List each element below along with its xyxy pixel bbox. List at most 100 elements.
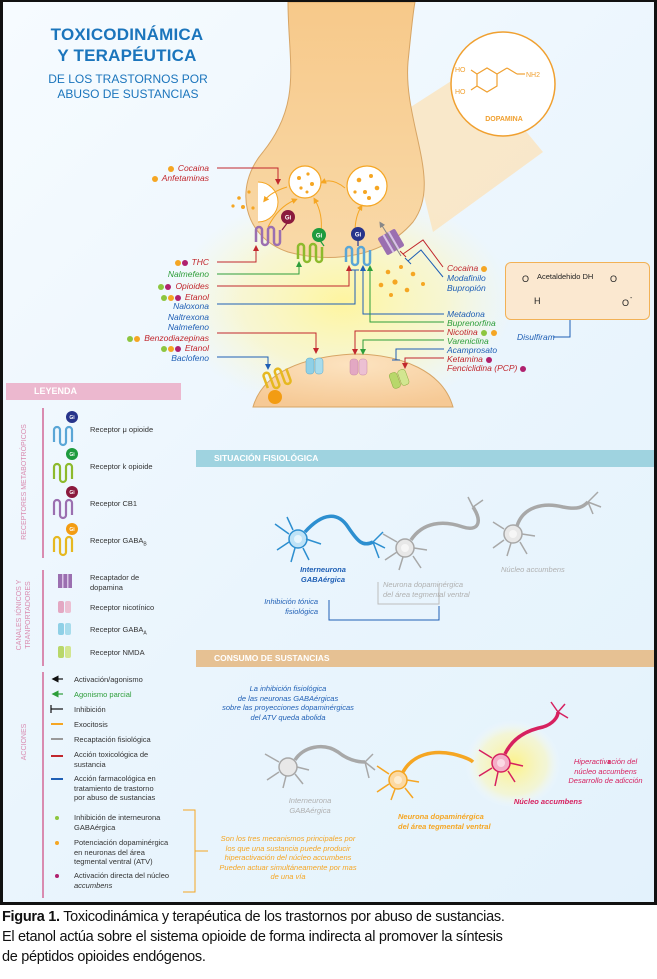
right-drug-label: Fenciclidina (PCP) (447, 363, 527, 374)
dopa-mechanism-dot-icon (151, 175, 158, 182)
phys-inhibition-line1: Inhibición tónica (264, 597, 318, 606)
enzyme-name: Acetaldehido DH (537, 272, 594, 281)
left-drug-label: Anfetaminas (151, 173, 209, 184)
legend-action-toxic-line1: Acción toxicológica de (74, 750, 149, 759)
legend-mech-gaba-line1: Inhibición de interneurona (74, 813, 161, 822)
figure-caption: Figura 1. Toxicodinámica y terapéutica d… (2, 907, 652, 967)
left-drug-label-text: Cocaina (177, 163, 209, 173)
phys-accumbens-label: Núcleo accumbens (501, 565, 565, 574)
subtitle-line-1: DE LOS TRASTORNOS POR (48, 72, 208, 86)
kappa-receptor (296, 228, 326, 264)
left-drug-label: Etanol (160, 292, 209, 303)
right-drug-label: Buprenorfina (447, 318, 496, 329)
dopa-mechanism-dot-icon (174, 259, 181, 266)
left-drug-label-text: Opioides (175, 281, 209, 291)
left-drug-label: THC (174, 257, 209, 268)
drug-arrows-left (217, 167, 359, 370)
product-oxygen: O (622, 298, 630, 308)
left-drug-label-text: Baclofeno (171, 353, 209, 363)
right-drug-label-text: Bupropión (447, 283, 486, 293)
right-drug-label: Acamprosato (447, 345, 497, 356)
legend-channel-gabaa-text: Receptor GABA (90, 625, 144, 634)
legend-rule-channels (42, 570, 44, 666)
consumption-note: La inhibición fisiológica de las neurona… (208, 684, 368, 722)
legend-channel-gabaa: Receptor GABAA (90, 625, 147, 639)
interneuron-grey (264, 744, 376, 789)
phys-interneuron-line2: GABAérgica (300, 574, 346, 584)
legend-action-pharma-line2: tratamiento de trastorno (74, 783, 154, 793)
dopamine-molecule-circle (450, 31, 556, 137)
phys-inhibition-label: Inhibición tónica fisiológica (243, 597, 318, 616)
legend-receptor-gabab: Receptor GABAB (90, 536, 147, 550)
legend-group-channels: CANALES IÓNICOS Y TRANPORTADORES (15, 573, 33, 657)
right-drug-label-text: Metadona (447, 309, 485, 319)
legend-gabab-receptor-icon (52, 523, 78, 557)
drug-arrows-right (352, 239, 444, 369)
legend-group-channels-line1: CANALES IÓNICOS Y (16, 579, 23, 651)
legend-mech-accumbens-line2: accumbens (74, 880, 113, 890)
cons-interneuron-line2: GABAérgica (289, 805, 331, 815)
phys-interneuron-line1: Interneurona (300, 565, 346, 574)
right-drug-label: Bupropión (447, 283, 486, 294)
consumption-neurons (264, 701, 610, 801)
legend-accumbens-dot-icon (55, 874, 59, 878)
caption-line1: Toxicodinámica y terapéutica de los tras… (59, 909, 505, 925)
legend-action-pharma-line1: Acción farmacológica en (74, 774, 156, 783)
legend-gi-cb1: Gi (69, 490, 75, 496)
gaba-mechanism-dot-icon (480, 329, 487, 336)
legend-group-metabotropic: RECEPTORES METABOTRÓPICOS (21, 424, 28, 540)
legend-receptor-gabab-text: Receptor GABA (90, 536, 144, 545)
left-drug-label-text: Benzodiazepinas (144, 333, 209, 343)
accumbens-mechanism-dot-icon (520, 365, 527, 372)
legend-gabaa-icon (58, 623, 71, 635)
legend-header: LEYENDA (6, 383, 181, 400)
gi-kappa: Gi (316, 234, 323, 240)
physiological-header: SITUACIÓN FISIOLÓGICA (196, 450, 654, 467)
consumption-note-line1: La inhibición fisiológica (249, 684, 327, 693)
mu-receptor (344, 227, 372, 267)
dopa-mechanism-dot-icon (167, 165, 174, 172)
main-title: TOXICODINÁMICA Y TERAPÉUTICA (37, 24, 217, 66)
right-drug-label: Modafinilo (447, 273, 486, 284)
legend-nicotinic-icon (58, 601, 71, 613)
consumption-note-line2: de las neuronas GABAérgicas (237, 693, 339, 703)
dopa-mechanism-dot-icon (490, 329, 497, 336)
legend-gi-mu: Gi (69, 415, 75, 421)
figure-panel: HO HO NH2 (0, 0, 657, 905)
cons-effect-line1: Hiperactivación del (573, 757, 638, 766)
dopamine-label: DOPAMINA (485, 116, 523, 123)
left-drug-label: Nalmefeno (168, 322, 209, 333)
legend-gaba-dot-icon (55, 816, 59, 820)
physiological-neurons (274, 491, 602, 621)
right-drug-label: Vareniclina (447, 336, 489, 347)
mechanisms-note-line1: Son los tres mecanismos principales por (220, 834, 356, 843)
legend-transporter-icon (58, 574, 72, 588)
gi-cb1: Gi (285, 216, 292, 222)
substrate-hydrogen: H (534, 296, 541, 306)
legend-action-partial: Agonismo parcial (74, 690, 132, 699)
dopa-mechanism-dot-icon (481, 265, 488, 272)
caption-line2: El etanol actúa sobre el sistema opioide… (2, 929, 503, 945)
caption-line3: de péptidos opioides endógenos. (2, 949, 206, 965)
reuptake-arrow (379, 221, 402, 257)
legend-gi-gabab: Gi (69, 527, 75, 533)
dopamine-ho2: HO (455, 89, 466, 96)
legend-receptor-kappa: Receptor k opioide (90, 462, 153, 471)
cons-accumbens-label: Núcleo accumbens (513, 797, 583, 806)
left-drug-label-text: Naltrexona (167, 312, 209, 322)
left-drug-label-text: THC (191, 257, 209, 267)
legend-rule-actions (42, 672, 44, 898)
product-oxygen-top: O (610, 274, 618, 284)
phys-interneuron-label: Interneurona GABAérgica (293, 565, 353, 584)
zoom-cone (403, 67, 543, 232)
disulfiram-label: Disulfiram (517, 332, 555, 342)
phys-inhibition-line2: fisiológica (285, 606, 318, 616)
accumbens-mechanism-dot-icon (165, 283, 172, 290)
cons-interneuron-label: Interneurona GABAérgica (280, 796, 340, 815)
left-drug-label: Naloxona (173, 301, 209, 312)
gaba-mechanism-dot-icon (127, 335, 134, 342)
